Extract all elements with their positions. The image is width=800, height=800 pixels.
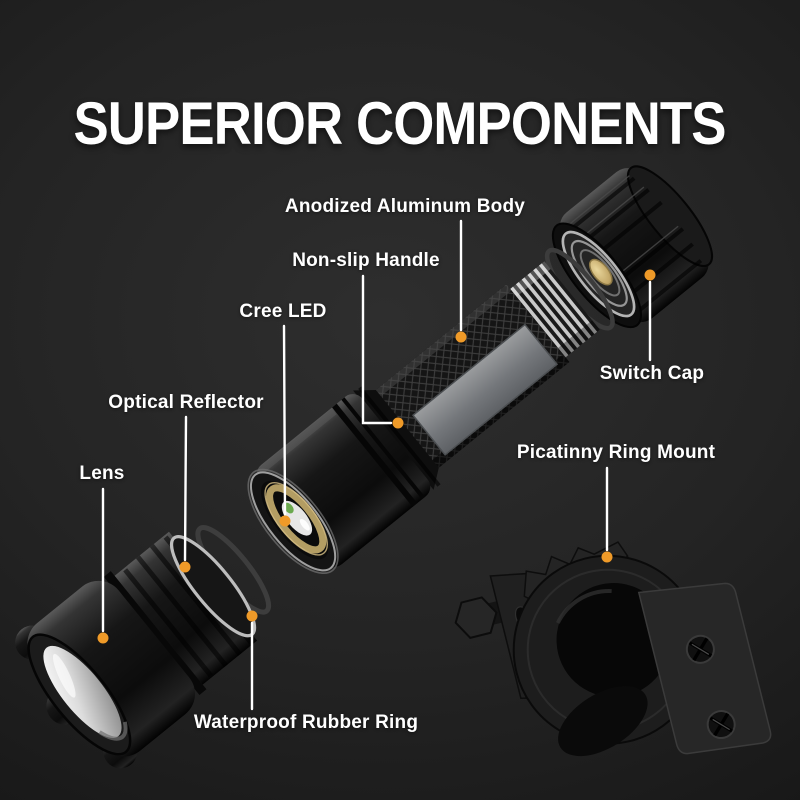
switch-button — [588, 258, 613, 286]
callout-dot-cree-led — [279, 515, 291, 527]
callout-dot-switch-cap — [644, 269, 656, 281]
flashlight-head — [247, 394, 431, 574]
handle-panel — [411, 323, 559, 456]
flashlight — [15, 165, 713, 769]
callout-dot-lens — [97, 632, 109, 644]
callout-label-anodized-aluminum-body: Anodized Aluminum Body — [284, 196, 526, 217]
callout-lines — [101, 219, 652, 711]
mount-plate — [637, 582, 772, 755]
callout-label-lens: Lens — [79, 463, 125, 484]
switch-cap-part — [551, 165, 713, 329]
callout-label-cree-led: Cree LED — [239, 301, 327, 322]
mount-ring-hole — [556, 583, 671, 698]
callout-line-optical-reflector — [183, 415, 188, 562]
callout-dot-optical-reflector — [179, 561, 191, 573]
mount-window-cutout — [558, 686, 648, 757]
callout-dots — [97, 269, 656, 644]
tail-threads — [508, 261, 600, 359]
mount-screw — [706, 710, 736, 740]
callout-dot-anodized-aluminum-body — [455, 331, 467, 343]
callout-label-waterproof-rubber-ring: Waterproof Rubber Ring — [193, 712, 419, 733]
callout-dot-picatinny-ring-mount — [601, 551, 613, 563]
mount-screw — [685, 634, 715, 664]
lens-bezel — [15, 531, 258, 769]
callout-label-optical-reflector: Optical Reflector — [108, 392, 264, 413]
picatinny-ring-mount-part — [454, 541, 772, 757]
callout-label-picatinny-ring-mount: Picatinny Ring Mount — [516, 442, 716, 463]
title-wrap: SUPERIOR COMPONENTS — [0, 94, 800, 154]
callout-line-non-slip-handle — [361, 274, 393, 425]
mount-hex-bolt — [454, 596, 498, 639]
callout-label-non-slip-handle: Non-slip Handle — [292, 250, 440, 271]
callout-line-cree-led — [282, 324, 287, 516]
body-tube — [375, 284, 570, 468]
led-brass-ring — [266, 484, 327, 554]
callout-label-switch-cap: Switch Cap — [599, 363, 705, 384]
callout-dot-non-slip-handle — [392, 417, 404, 429]
page-title: SUPERIOR COMPONENTS — [73, 90, 727, 157]
callout-dot-waterproof-rubber-ring — [246, 610, 258, 622]
